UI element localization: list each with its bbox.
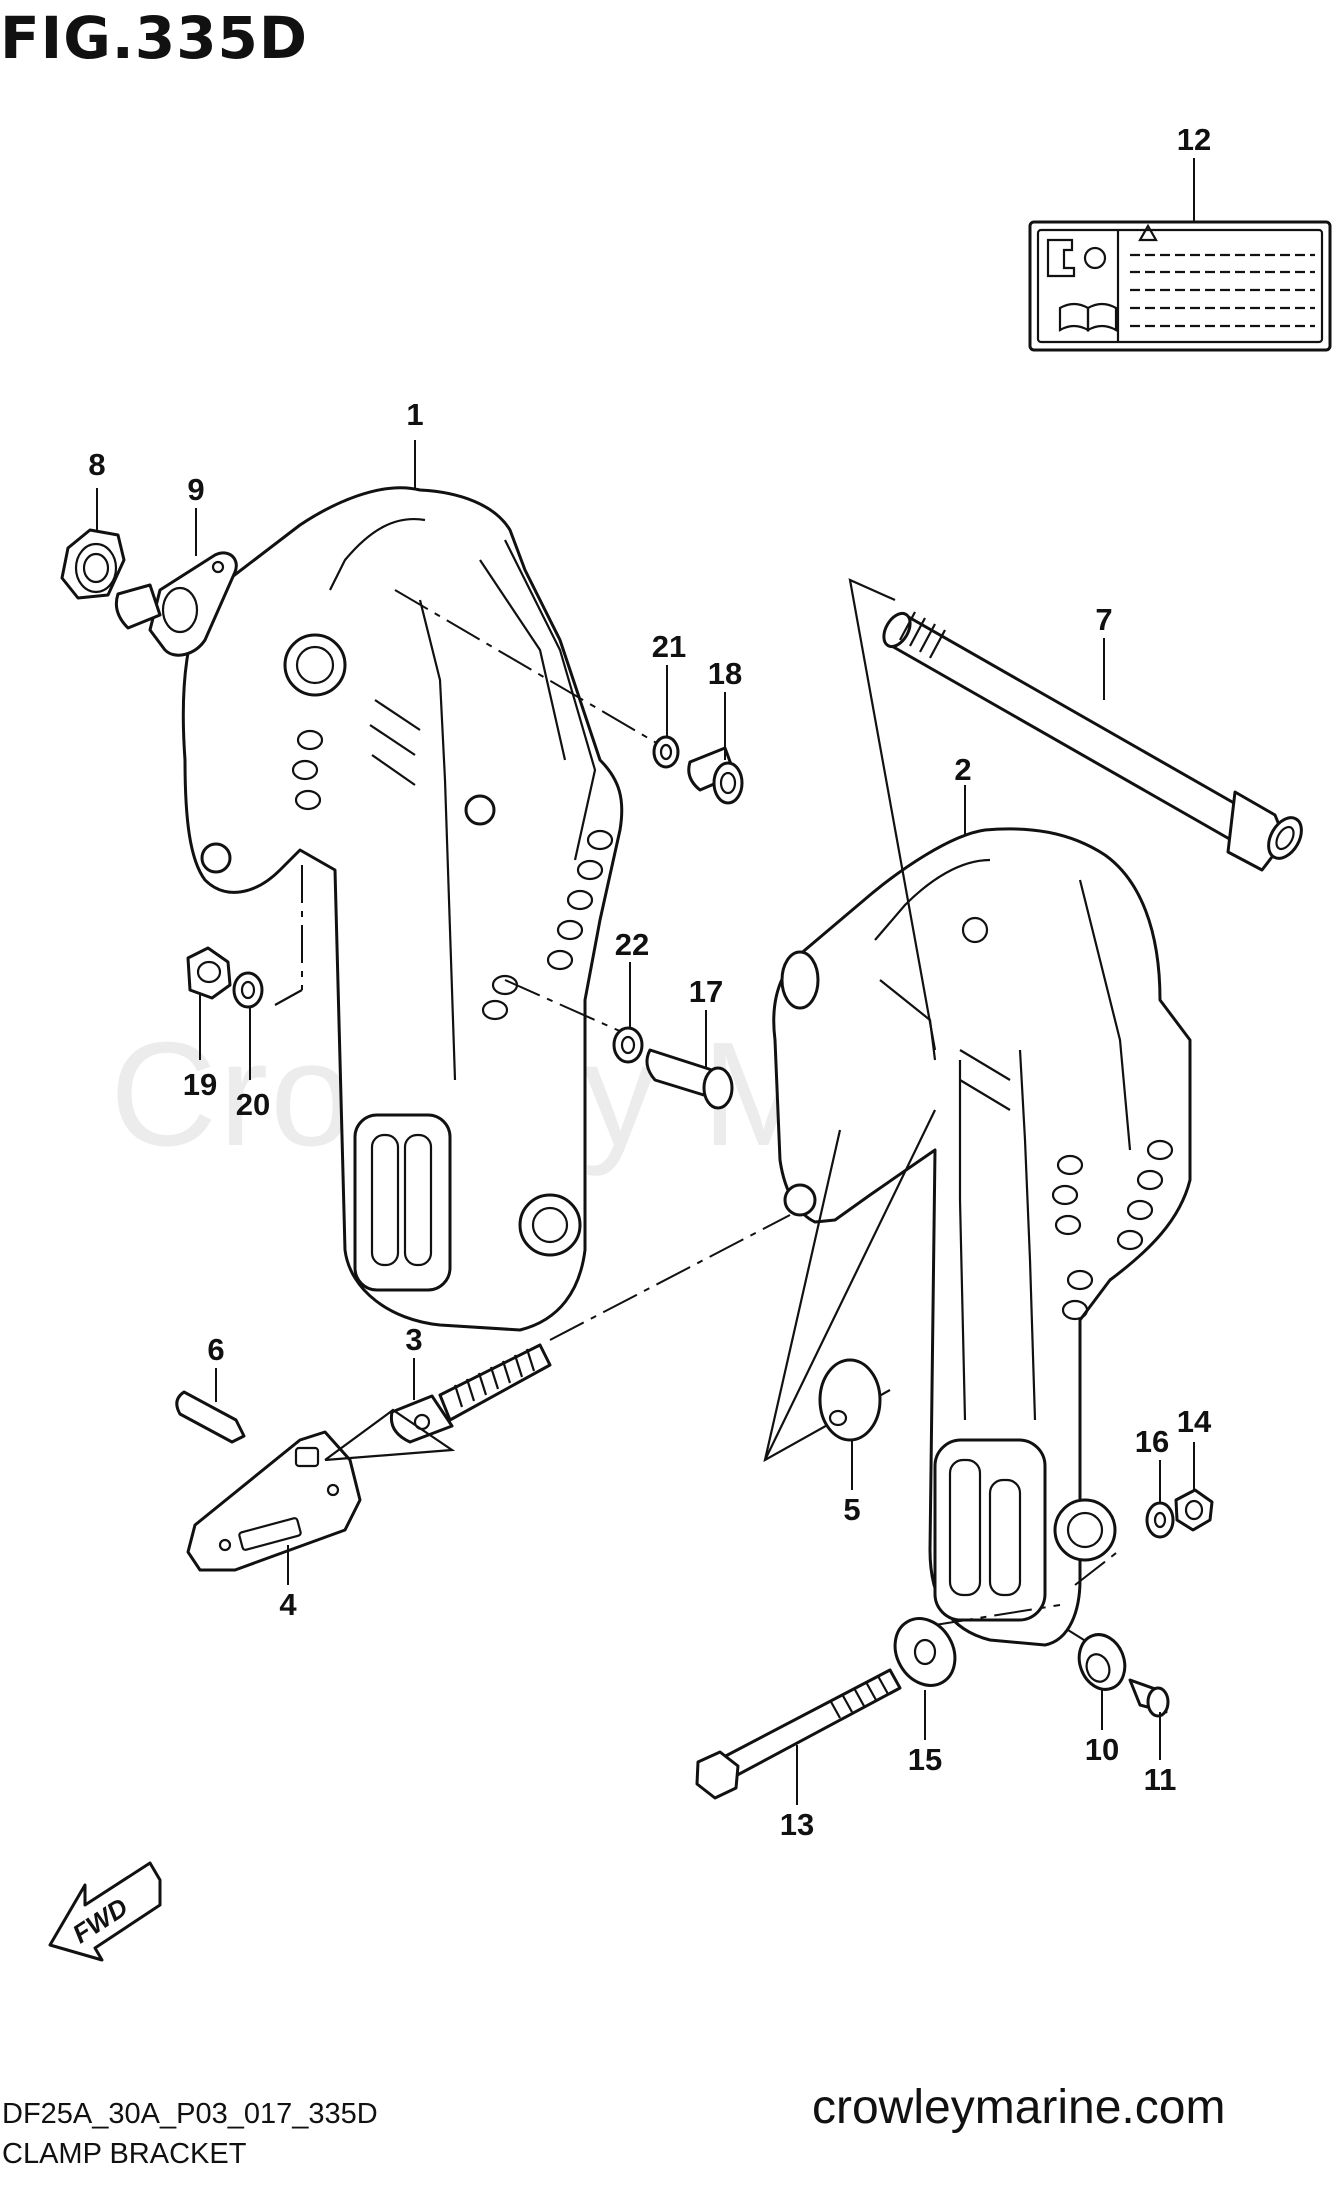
lever-part-4 [186, 1430, 362, 1585]
figure-code: DF25A_30A_P03_017_335D [2, 2098, 378, 2130]
spring-rod-part-3 [324, 1343, 552, 1462]
callout-18: 18 [708, 656, 742, 691]
washer-part-20 [232, 971, 264, 1080]
callout-12: 12 [1177, 122, 1211, 157]
nut-part-8 [60, 488, 126, 600]
washer-part-15 [893, 1617, 957, 1740]
figure-name: CLAMP BRACKET [2, 2138, 247, 2170]
callout-10: 10 [1085, 1732, 1119, 1767]
callout-22: 22 [615, 927, 649, 962]
grease-fitting-part [114, 508, 238, 657]
right-clamp-bracket-part [772, 785, 1192, 1647]
callout-20: 20 [236, 1087, 270, 1122]
callout-11: 11 [1144, 1762, 1177, 1797]
callout-4: 4 [279, 1587, 297, 1622]
callout-17: 17 [689, 974, 723, 1009]
nut-part-19 [186, 946, 232, 1060]
disc-part-5 [818, 1358, 882, 1490]
callout-19: 19 [183, 1067, 217, 1102]
callout-9: 9 [187, 472, 204, 507]
bolt-part-18 [687, 692, 744, 805]
tilt-tube-part [882, 611, 1303, 872]
callout-21: 21 [652, 629, 686, 664]
callout-6: 6 [207, 1332, 224, 1367]
bolt-part-13 [695, 1668, 902, 1805]
callout-13: 13 [780, 1807, 814, 1842]
collar-part-10 [1077, 1633, 1127, 1730]
assembly-lines [274, 589, 1121, 1651]
callout-7: 7 [1095, 602, 1112, 637]
pin-part-17 [645, 1010, 734, 1110]
callout-14: 14 [1177, 1404, 1212, 1439]
figure-title: FIG.335D [0, 4, 309, 72]
callout-2: 2 [954, 752, 971, 787]
washer-part-22 [612, 962, 644, 1064]
callout-8: 8 [88, 447, 105, 482]
callout-15: 15 [908, 1742, 942, 1777]
callout-3: 3 [405, 1322, 422, 1357]
callout-5: 5 [843, 1492, 860, 1527]
callout-1: 1 [406, 397, 423, 432]
washer-part-16 [1145, 1460, 1175, 1539]
callout-16: 16 [1135, 1424, 1169, 1459]
callout-numbers: 1 2 3 4 5 6 7 8 9 10 11 12 13 14 15 16 1… [88, 122, 1212, 1842]
warning-label-part [1028, 158, 1332, 352]
left-clamp-bracket-part [181, 440, 624, 1332]
fwd-arrow-icon: FWD [48, 1861, 162, 1962]
washer-part-21 [652, 665, 680, 769]
bolt-part-11 [1128, 1678, 1170, 1760]
pin-part-6 [175, 1368, 246, 1444]
nut-part-14 [1174, 1442, 1214, 1532]
website-label: crowleymarine.com [812, 2081, 1226, 2134]
